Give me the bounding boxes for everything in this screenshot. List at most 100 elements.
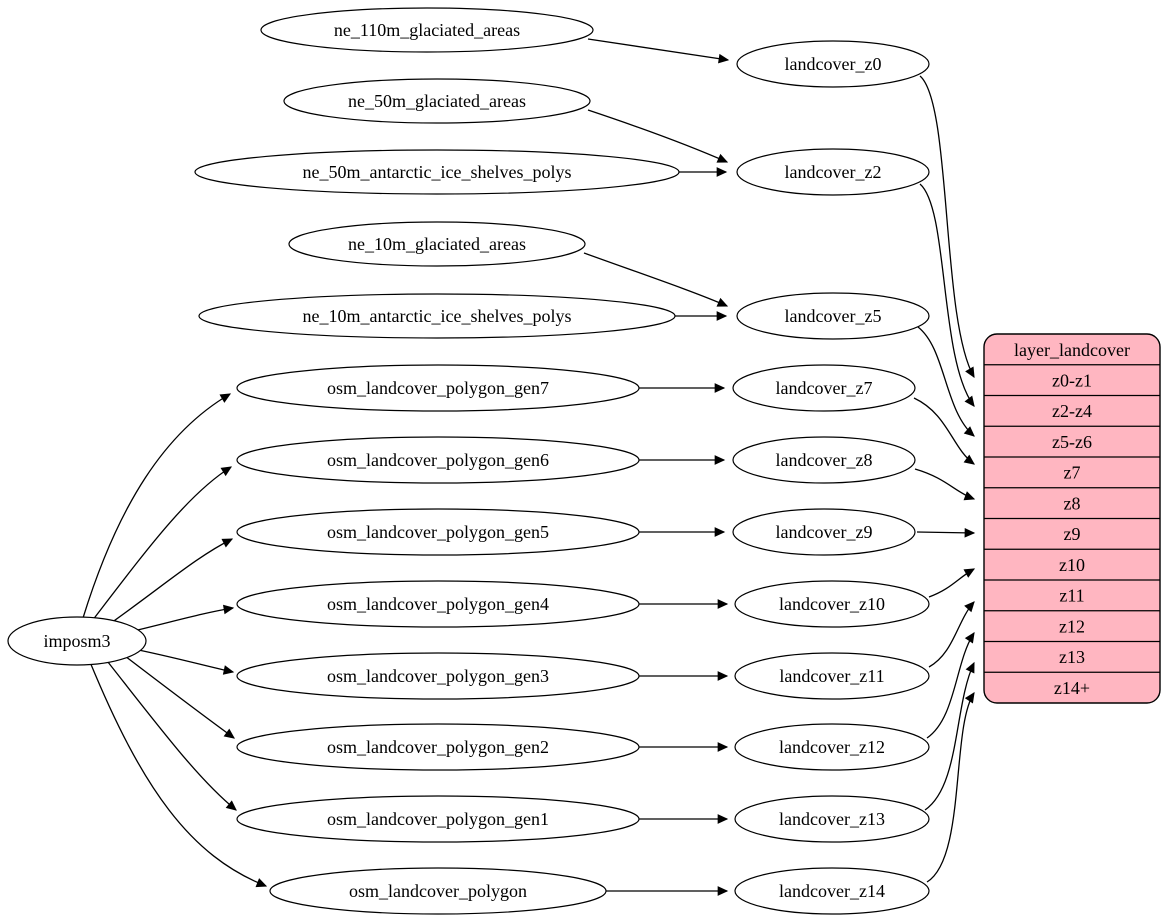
node-landcover-z0-shape: [736, 40, 930, 88]
node-ne-50m-glaciated-areas-label: ne_50m_glaciated_areas: [348, 91, 526, 111]
node-landcover-z11-label: landcover_z11: [779, 666, 884, 686]
node-osm-landcover-polygon-gen6-shape: [236, 436, 640, 484]
node-ne-50m-glaciated-areas-shape: [283, 78, 591, 124]
node-landcover-z0: landcover_z0: [736, 40, 930, 88]
node-ne-10m-antarctic-ice-shelves-polys-shape: [198, 293, 676, 339]
table-row-z12: z12: [1059, 616, 1085, 636]
node-landcover-z9-shape: [732, 508, 916, 556]
node-osm-landcover-polygon-gen5-label: osm_landcover_polygon_gen5: [327, 522, 549, 542]
node-landcover-z5-label: landcover_z5: [785, 306, 882, 326]
node-ne-110m-glaciated-areas-label: ne_110m_glaciated_areas: [334, 20, 520, 40]
edge-z7-row: [913, 397, 975, 465]
table-title: layer_landcover: [1014, 340, 1130, 360]
edge-z11-row: [928, 601, 975, 668]
table-row-z8: z8: [1064, 493, 1081, 513]
edges-imposm3-to-osm: [82, 393, 268, 888]
node-ne-50m-glaciated-areas: ne_50m_glaciated_areas: [283, 78, 591, 124]
node-osm-landcover-polygon-gen4-label: osm_landcover_polygon_gen4: [327, 594, 549, 614]
node-ne-50m-antarctic-ice-shelves-polys: ne_50m_antarctic_ice_shelves_polys: [194, 149, 680, 195]
edge-z12-row: [926, 631, 975, 739]
table-row-z9: z9: [1064, 524, 1081, 544]
node-osm-landcover-polygon-gen3: osm_landcover_polygon_gen3: [236, 652, 640, 700]
table-row-z11: z11: [1059, 586, 1084, 606]
node-osm-landcover-polygon-gen7-label: osm_landcover_polygon_gen7: [327, 378, 549, 398]
node-osm-landcover-polygon-label: osm_landcover_polygon: [349, 881, 527, 901]
edge-ne50m-glac-z2: [587, 109, 729, 163]
node-osm-landcover-polygon-gen6: osm_landcover_polygon_gen6: [236, 436, 640, 484]
table-row-z0-z1: z0-z1: [1052, 370, 1092, 390]
node-landcover-z8: landcover_z8: [732, 436, 916, 484]
node-landcover-z9-label: landcover_z9: [776, 522, 873, 542]
node-landcover-z2-shape: [736, 148, 930, 196]
table-row-z10: z10: [1059, 555, 1085, 575]
node-landcover-z5-shape: [736, 292, 930, 340]
node-landcover-z11-shape: [734, 652, 930, 700]
node-osm-landcover-polygon-gen4-shape: [236, 580, 640, 628]
node-osm-landcover-polygon: osm_landcover_polygon: [269, 867, 607, 915]
edge-z0-row: [919, 75, 975, 379]
node-osm-landcover-polygon-gen5-shape: [236, 508, 640, 556]
node-landcover-z13: landcover_z13: [734, 795, 930, 843]
node-osm-landcover-polygon-gen1-shape: [236, 795, 640, 843]
node-landcover-z12: landcover_z12: [734, 723, 930, 771]
edges-source-to-landcover: [583, 38, 730, 896]
node-osm-landcover-polygon-shape: [269, 867, 607, 915]
table-row-z7: z7: [1064, 463, 1081, 483]
node-landcover-z5: landcover_z5: [736, 292, 930, 340]
node-imposm3: imposm3: [7, 616, 147, 666]
table-row-z5-z6: z5-z6: [1052, 432, 1092, 452]
node-osm-landcover-polygon-gen2-label: osm_landcover_polygon_gen2: [327, 737, 549, 757]
node-landcover-z8-label: landcover_z8: [776, 450, 873, 470]
node-landcover-z0-label: landcover_z0: [785, 54, 882, 74]
node-osm-landcover-polygon-gen2-shape: [236, 723, 640, 771]
node-osm-landcover-polygon-gen5: osm_landcover_polygon_gen5: [236, 508, 640, 556]
node-landcover-z10-label: landcover_z10: [779, 594, 885, 614]
node-osm-landcover-polygon-gen1: osm_landcover_polygon_gen1: [236, 795, 640, 843]
edge-z14-row: [926, 691, 975, 883]
node-ne-110m-glaciated-areas: ne_110m_glaciated_areas: [260, 7, 594, 53]
edge-z2-row: [919, 183, 975, 407]
node-landcover-z2-label: landcover_z2: [785, 162, 882, 182]
node-ne-50m-antarctic-ice-shelves-polys-label: ne_50m_antarctic_ice_shelves_polys: [303, 162, 572, 182]
edge-imposm3-gen2: [120, 652, 235, 739]
edge-ne110m-z0: [587, 38, 730, 64]
node-osm-landcover-polygon-gen1-label: osm_landcover_polygon_gen1: [327, 809, 549, 829]
node-osm-landcover-polygon-gen3-shape: [236, 652, 640, 700]
node-imposm3-shape: [7, 616, 147, 666]
edge-z8-row: [914, 468, 976, 501]
table-layer-landcover: layer_landcover z0-z1 z2-z4 z5-z6 z7 z8 …: [983, 333, 1161, 704]
node-landcover-z14: landcover_z14: [734, 867, 930, 915]
node-landcover-z2: landcover_z2: [736, 148, 930, 196]
node-osm-landcover-polygon-gen4: osm_landcover_polygon_gen4: [236, 580, 640, 628]
node-ne-10m-antarctic-ice-shelves-polys: ne_10m_antarctic_ice_shelves_polys: [198, 293, 676, 339]
node-ne-50m-antarctic-ice-shelves-polys-shape: [194, 149, 680, 195]
node-ne-10m-antarctic-ice-shelves-polys-label: ne_10m_antarctic_ice_shelves_polys: [303, 306, 572, 326]
node-osm-landcover-polygon-gen6-label: osm_landcover_polygon_gen6: [327, 450, 549, 470]
node-landcover-z12-label: landcover_z12: [779, 737, 885, 757]
node-landcover-z8-shape: [732, 436, 916, 484]
node-landcover-z7: landcover_z7: [732, 364, 916, 412]
node-osm-landcover-polygon-gen3-label: osm_landcover_polygon_gen3: [327, 666, 549, 686]
edge-ne10m-glac-z5: [583, 252, 729, 307]
edge-z13-row: [924, 661, 975, 811]
edge-imposm3-gen3: [128, 647, 235, 675]
table-row-z14: z14+: [1054, 678, 1090, 698]
node-osm-landcover-polygon-gen7: osm_landcover_polygon_gen7: [236, 364, 640, 412]
node-landcover-z10: landcover_z10: [734, 580, 930, 628]
node-ne-110m-glaciated-areas-shape: [260, 7, 594, 53]
node-landcover-z7-label: landcover_z7: [776, 378, 873, 398]
node-landcover-z11: landcover_z11: [734, 652, 930, 700]
node-landcover-z9: landcover_z9: [732, 508, 916, 556]
edge-z10-row: [928, 568, 976, 598]
edge-imposm3-gen5: [103, 538, 234, 629]
node-ne-10m-glaciated-areas-label: ne_10m_glaciated_areas: [348, 234, 526, 254]
node-osm-landcover-polygon-gen2: osm_landcover_polygon_gen2: [236, 723, 640, 771]
table-row-z13: z13: [1059, 647, 1085, 667]
node-landcover-z10-shape: [734, 580, 930, 628]
node-ne-10m-glaciated-areas: ne_10m_glaciated_areas: [288, 221, 586, 267]
edge-imposm3-polygon: [89, 661, 268, 888]
node-imposm3-label: imposm3: [43, 631, 110, 651]
edges-landcover-to-table: [913, 75, 976, 883]
